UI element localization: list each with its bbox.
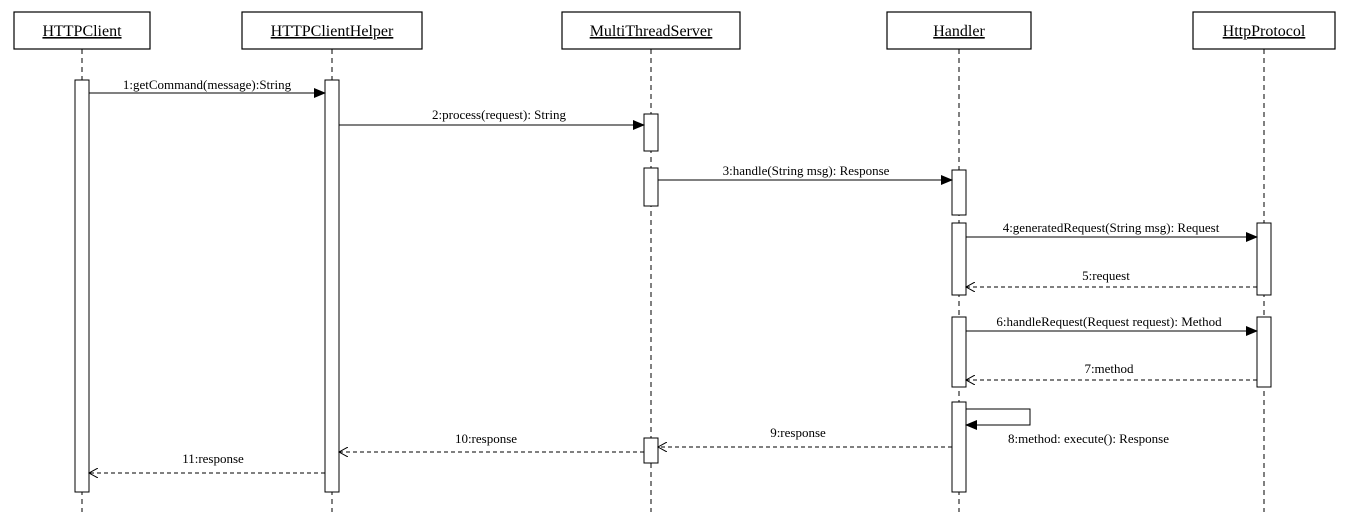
participant-label: HTTPClientHelper [271, 23, 394, 40]
activation-server-2 [643, 167, 659, 207]
message-4: 4:generatedRequest(String msg): Request [966, 220, 1258, 242]
participant-label: HTTPClient [42, 23, 122, 40]
message-1: 1:getCommand(message):String [89, 77, 326, 98]
activation-httpclient [74, 79, 90, 493]
message-label: 10:response [455, 431, 517, 446]
activation-handler-2 [951, 222, 967, 296]
activation-handler-1 [951, 169, 967, 216]
activation-protocol-2 [1256, 316, 1272, 388]
message-label: 4:generatedRequest(String msg): Request [1003, 220, 1220, 235]
message-label: 5:request [1082, 268, 1130, 283]
message-label: 3:handle(String msg): Response [723, 163, 890, 178]
participant-httpprotocol: HttpProtocol [1192, 11, 1336, 50]
message-10: 10:response [339, 431, 644, 452]
message-label: 7:method [1084, 361, 1134, 376]
message-label: 11:response [182, 451, 244, 466]
message-label: 9:response [770, 425, 826, 440]
message-label: 8:method: execute(): Response [1008, 431, 1169, 446]
message-5: 5:request [966, 268, 1257, 287]
participant-multithreadserver: MultiThreadServer [561, 11, 741, 50]
message-11: 11:response [89, 451, 325, 473]
activation-server-1 [643, 113, 659, 152]
message-label: 2:process(request): String [432, 107, 566, 122]
message-7: 7:method [966, 361, 1257, 380]
participant-label: MultiThreadServer [590, 23, 713, 40]
participant-httpclienthelper: HTTPClientHelper [241, 11, 423, 50]
message-label: 1:getCommand(message):String [123, 77, 292, 92]
activation-protocol-1 [1256, 222, 1272, 296]
activation-handler-4 [951, 401, 967, 493]
message-2: 2:process(request): String [339, 107, 645, 130]
participant-httpclient: HTTPClient [13, 11, 151, 50]
message-9: 9:response [658, 425, 952, 447]
message-8: 8:method: execute(): Response [965, 408, 1169, 446]
activation-httpclienthelper [324, 79, 340, 493]
participant-label: HttpProtocol [1223, 23, 1306, 40]
activation-handler-3 [951, 316, 967, 388]
message-6: 6:handleRequest(Request request): Method [966, 314, 1258, 336]
message-3: 3:handle(String msg): Response [658, 163, 953, 185]
participant-handler: Handler [886, 11, 1032, 50]
participant-label: Handler [933, 23, 985, 40]
activation-server-3 [643, 437, 659, 464]
message-label: 6:handleRequest(Request request): Method [996, 314, 1222, 329]
